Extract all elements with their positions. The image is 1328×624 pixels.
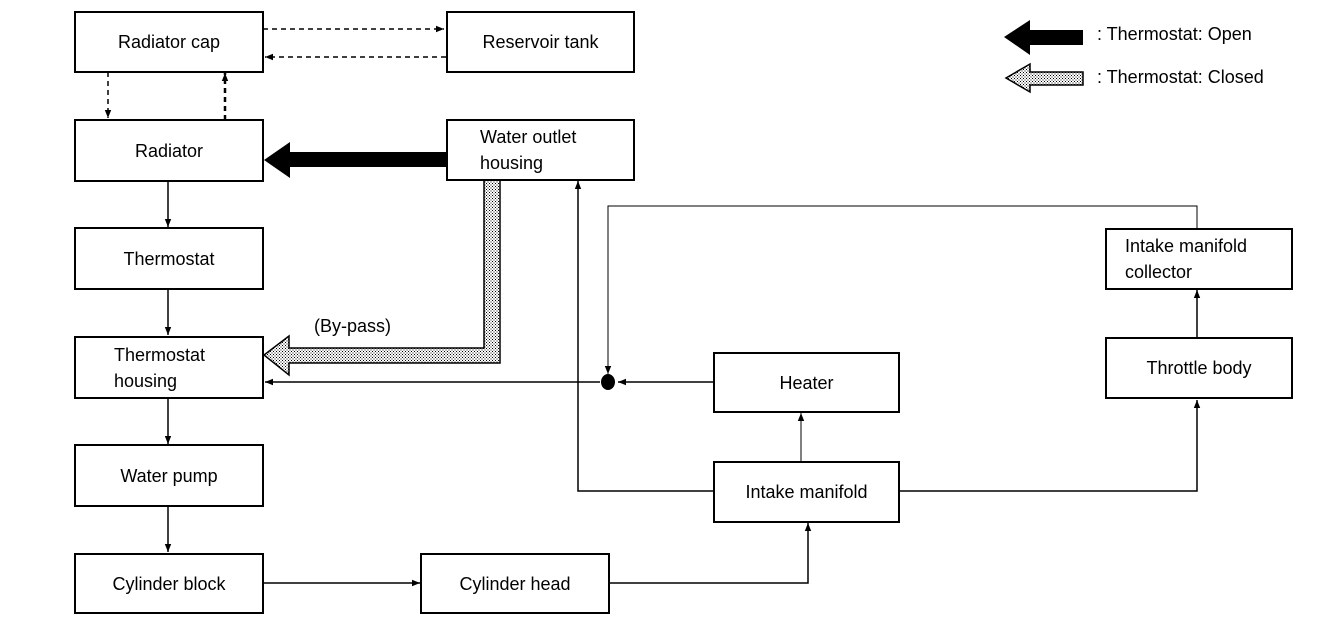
label-cylinder-block: Cylinder block: [112, 573, 226, 594]
label-intake-manifold: Intake manifold: [745, 482, 868, 502]
box-water-pump: Water pump: [74, 444, 264, 507]
box-cylinder-head: Cylinder head: [420, 553, 610, 614]
legend-closed-arrow-icon: [1004, 62, 1084, 94]
box-intake-manifold: Intake manifold: [713, 461, 900, 523]
junction-dot: [601, 374, 615, 390]
box-heater: Heater: [713, 352, 900, 413]
label-thermostat: Thermostat: [123, 248, 215, 269]
arrow-collector-to-junction: [604, 205, 1198, 374]
box-reservoir-tank: Reservoir tank: [446, 11, 635, 73]
bypass-label: (By-pass): [314, 316, 392, 336]
label-reservoir-tank: Reservoir tank: [482, 32, 599, 52]
label-heater: Heater: [779, 372, 834, 393]
box-throttle-body: Throttle body: [1105, 337, 1293, 399]
box-water-outlet-housing: Water outlet housing: [446, 119, 635, 181]
label-water-pump: Water pump: [120, 465, 218, 486]
label-cylinder-head: Cylinder head: [459, 573, 571, 594]
box-cylinder-block: Cylinder block: [74, 553, 264, 614]
thermostat-closed-bypass-arrow: [262, 179, 501, 377]
legend-open-arrow-icon: [1004, 20, 1083, 55]
box-thermostat-housing: Thermostat housing: [74, 336, 264, 399]
box-radiator: Radiator: [74, 119, 264, 182]
label-water-outlet-housing: Water outlet housing: [480, 127, 577, 173]
box-radiator-cap: Radiator cap: [74, 11, 264, 73]
arrow-head-to-intake-manifold: [609, 523, 812, 584]
legend-closed-label: : Thermostat: Closed: [1097, 67, 1264, 87]
legend-open-label: : Thermostat: Open: [1097, 24, 1252, 44]
box-thermostat: Thermostat: [74, 227, 264, 290]
thermostat-open-arrow: [264, 142, 446, 178]
label-radiator-cap: Radiator cap: [117, 32, 221, 52]
arrow-intake-manifold-to-water-outlet: [574, 181, 713, 492]
label-throttle-body: Throttle body: [1146, 358, 1252, 378]
label-intake-manifold-collector: Intake manifold collector: [1125, 236, 1248, 282]
arrow-intake-manifold-to-throttle: [899, 400, 1201, 492]
label-thermostat-housing: Thermostat housing: [114, 344, 206, 391]
label-radiator: Radiator: [134, 140, 204, 161]
box-intake-manifold-collector: Intake manifold collector: [1105, 228, 1293, 290]
